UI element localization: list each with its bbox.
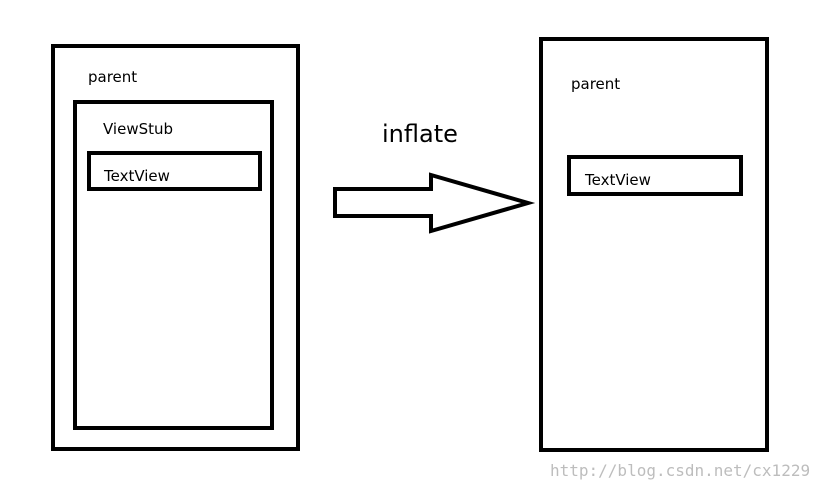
left-parent-container	[51, 44, 300, 451]
left-parent-label: parent	[88, 68, 138, 86]
right-parent-label: parent	[571, 75, 621, 93]
viewstub-label: ViewStub	[103, 120, 174, 138]
watermark-url: http://blog.csdn.net/cx1229	[550, 461, 811, 480]
arrow-shape	[333, 172, 536, 234]
right-arrow-icon	[333, 172, 536, 234]
left-textview-label: TextView	[104, 167, 170, 185]
left-textview-box	[87, 151, 262, 191]
right-textview-label: TextView	[585, 171, 651, 189]
viewstub-container	[73, 100, 274, 430]
right-textview-box	[567, 155, 743, 196]
right-parent-container	[539, 37, 769, 452]
inflate-label: inflate	[382, 120, 458, 148]
